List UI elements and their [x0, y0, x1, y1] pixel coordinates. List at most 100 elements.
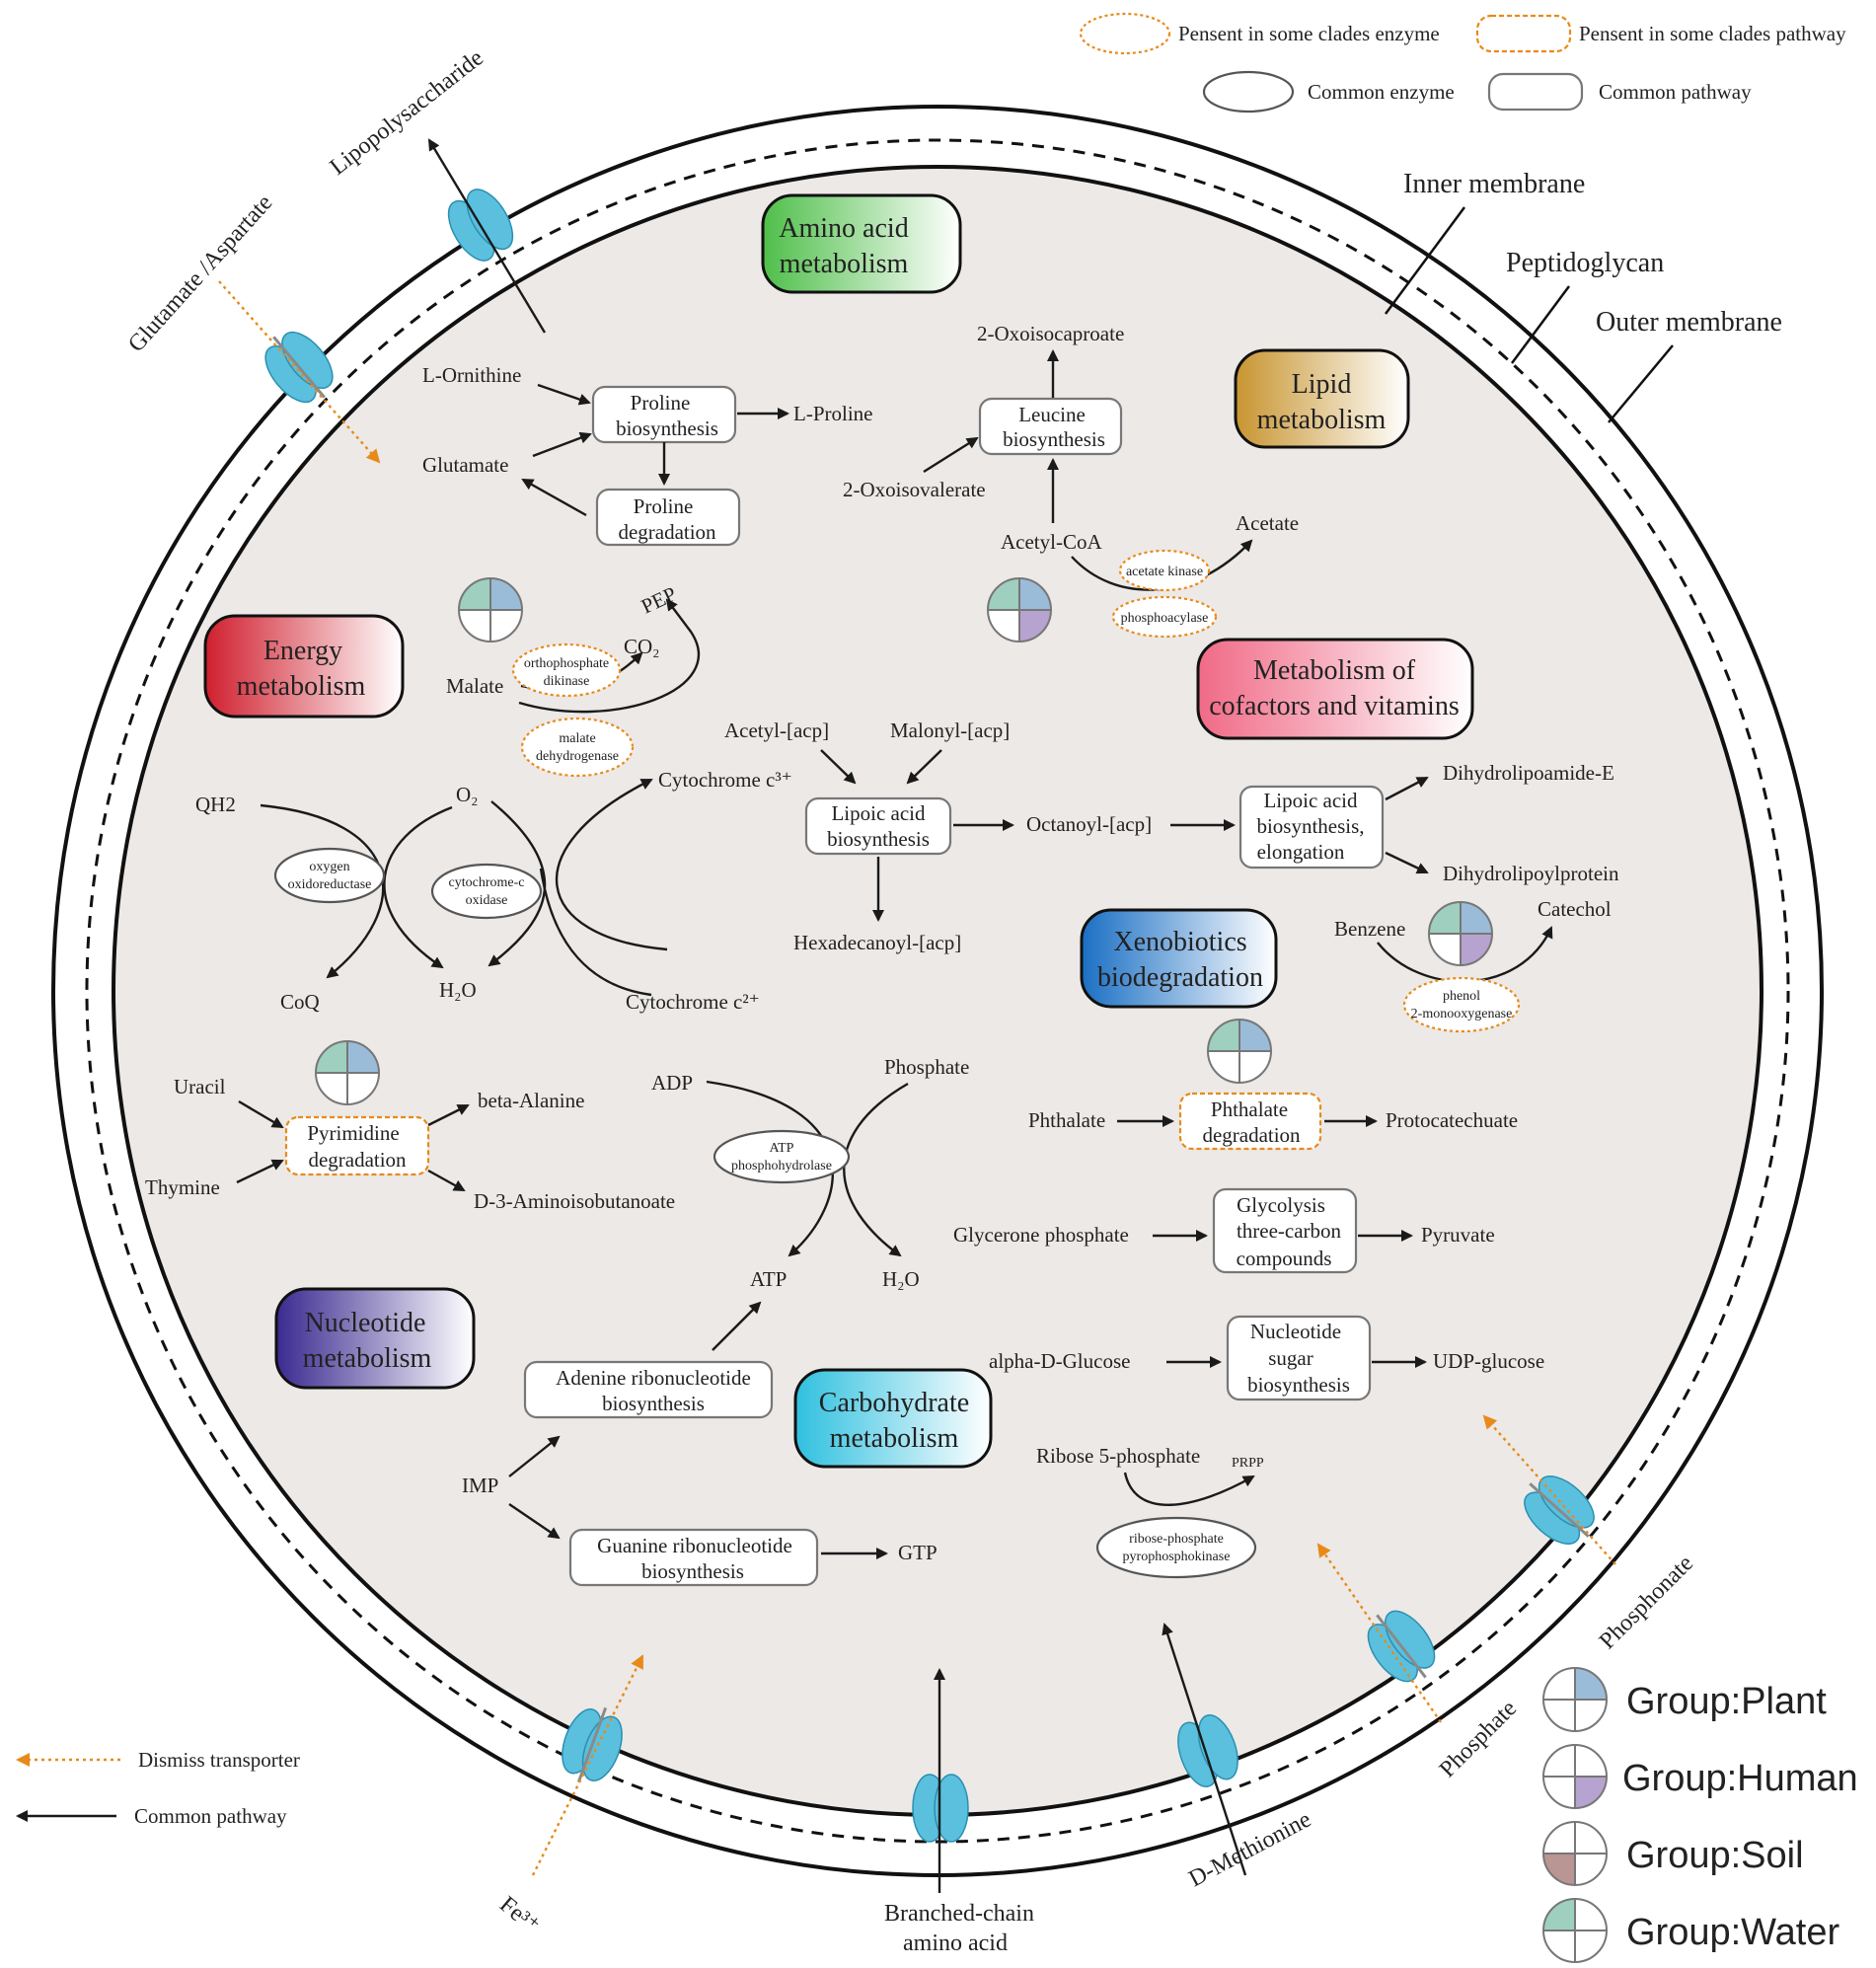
enzyme-phenol-label-2: 2-monooxygenase [1411, 1007, 1513, 1022]
category-xeno-label-2: biodegradation [1097, 962, 1263, 993]
arrow-oxoisovalerate-leucine [923, 436, 979, 474]
enzyme-acetate-kinase-label: acetate kinase [1126, 565, 1203, 579]
enzyme-cytochrome-c-oxidase [430, 863, 543, 920]
met-acetyl-acp: Acetyl-[acp] [724, 719, 829, 742]
group-legend-human: Group:Human [1622, 1758, 1858, 1799]
met-glutamate: Glutamate [422, 453, 508, 477]
pathway-guanine-label-2: biosynthesis [641, 1559, 744, 1583]
arrow-ribose-prpp [1123, 1472, 1255, 1506]
pathway-leucine-label-2: biosynthesis [1003, 427, 1105, 451]
pie-acetate-br [1019, 610, 1051, 642]
pathway-nucsugar-label-3: biosynthesis [1247, 1373, 1350, 1397]
category-lipid-label-2: metabolism [1257, 405, 1387, 435]
met-acetate: Acetate [1236, 511, 1299, 535]
legend-pie-human-br [1575, 1777, 1607, 1808]
enzyme-ribose-ppk-label-1: ribose-phosphate [1129, 1532, 1224, 1547]
met-pyruvate: Pyruvate [1421, 1223, 1495, 1247]
purine-section: Adenine ribonucleotide biosynthesis IMP … [462, 1301, 938, 1587]
inner-membrane-line [112, 165, 1763, 1817]
pathway-pyrimidine-label-1: Pyrimidine [307, 1121, 399, 1145]
category-amino-label-2: metabolism [780, 249, 909, 279]
pathway-glycolysis-label-3: compounds [1237, 1247, 1332, 1270]
malate-section: Malate PEP CO₂ orthophosphate dikinase m… [446, 581, 700, 778]
arrow-deg-to-glutamate [521, 478, 587, 517]
peptidoglycan-line [85, 138, 1790, 1844]
peptidoglycan-label: Peptidoglycan [1506, 248, 1664, 278]
pie-phthalate-tl [1208, 1020, 1239, 1051]
label-glu-asp: Glutamate /Aspartate [123, 190, 277, 357]
pie-phthalate-bl [1208, 1051, 1239, 1083]
pathway-lipoic-el-label-1: Lipoic acid [1263, 789, 1358, 812]
legend-pie-soil-tr [1575, 1822, 1607, 1854]
pie-benzene-br [1461, 934, 1492, 965]
glycolysis-section: Glycerone phosphate Glycolysis three-car… [953, 1187, 1495, 1274]
pie-pyrimidine-tr [347, 1041, 379, 1073]
enzyme-oxygen-oxidoreductase [273, 847, 386, 904]
pie-acetate-tr [1019, 578, 1051, 610]
pie-pyrimidine-br [347, 1073, 379, 1104]
category-nucleotide-label-2: metabolism [303, 1343, 432, 1374]
group-legend-plant: Group:Plant [1626, 1681, 1827, 1722]
enzyme-malate-dehydrogenase [520, 717, 635, 778]
category-energy: Energy metabolism [203, 614, 405, 719]
legend-common-pathway-icon [1487, 72, 1584, 112]
met-oxoisovalerate: 2-Oxoisovalerate [843, 478, 986, 501]
legend-pie-human-tr [1575, 1745, 1607, 1777]
benzene-section: Benzene Catechol phenol 2-monooxygenase [1334, 897, 1612, 1033]
legend-present-enzyme-icon [1079, 12, 1171, 55]
enzyme-ribose-ppk-label-2: pyrophosphokinase [1123, 1550, 1231, 1564]
arrow-thymine-pyrimidine [236, 1159, 284, 1184]
category-xeno-label-1: Xenobiotics [1113, 927, 1246, 957]
category-energy-label-2: metabolism [237, 671, 366, 702]
legend-bottom: Dismiss transporter Common pathway [16, 1748, 300, 1828]
enzyme-malate-dh-label-2: dehydrogenase [536, 749, 619, 764]
legend-pie-soil-br [1575, 1854, 1607, 1885]
met-glycerone: Glycerone phosphate [953, 1223, 1129, 1247]
group-legend-pies [1542, 1667, 1608, 1963]
enzyme-atp-ph-label-2: phosphohydrolase [731, 1159, 832, 1173]
proline-section: L-Ornithine Glutamate L-Proline Proline … [422, 363, 872, 547]
arrow-phosphate [1316, 1543, 1442, 1723]
pathway-phthalate-label-2: degradation [1202, 1123, 1301, 1147]
category-lipid-label-1: Lipid [1292, 369, 1352, 400]
arrow-phosphonate [1482, 1414, 1616, 1565]
label-lps: Lipopolysaccharide [326, 45, 488, 181]
group-legend-soil: Group:Soil [1626, 1835, 1804, 1876]
arrow-imp-adenine [508, 1435, 561, 1477]
met-atp: ATP [750, 1267, 787, 1291]
category-energy-label-1: Energy [263, 636, 342, 666]
met-dihydrolipoamide: Dihydrolipoamide-E [1443, 761, 1614, 785]
inner-membrane-label: Inner membrane [1403, 169, 1585, 199]
met-malate: Malate [446, 674, 503, 698]
pathway-proline-deg-label-1: Proline [634, 494, 694, 518]
arrow-imp-guanine [508, 1503, 561, 1540]
met-acetyl-coa: Acetyl-CoA [1001, 530, 1102, 554]
arrow-elongation-dihydrolipoamide [1385, 776, 1429, 801]
pathway-adenine-label-2: biosynthesis [602, 1392, 705, 1415]
lipoic-section: Acetyl-[acp] Malonyl-[acp] Lipoic acid b… [724, 719, 1619, 954]
arrow-dmet [1162, 1623, 1247, 1876]
enzyme-cyt-ox-label-2: oxidase [466, 893, 508, 908]
pie-benzene-bl [1429, 934, 1461, 965]
met-l-proline: L-Proline [793, 402, 872, 425]
met-uracil: Uracil [174, 1075, 226, 1098]
pathway-phthalate-degradation [1178, 1092, 1322, 1151]
enzyme-atp-ph-label-1: ATP [770, 1141, 794, 1156]
pathway-nucsugar-label-2: sugar [1268, 1346, 1313, 1370]
pathway-leucine [978, 397, 1123, 456]
category-xenobiotics: Xenobiotics biodegradation [1080, 908, 1278, 1009]
transporter-glu-asp [264, 331, 334, 404]
membrane-labels: Inner membrane Peptidoglycan Outer membr… [1384, 169, 1782, 423]
legend-pie-plant [1542, 1667, 1608, 1732]
arrow-uracil-pyrimidine [238, 1099, 284, 1129]
pathway-proline-bio-label-1: Proline [631, 391, 691, 415]
met-qh2: QH2 [195, 793, 236, 816]
arrow-o2-h2o [383, 805, 453, 969]
met-udp-glucose: UDP-glucose [1433, 1349, 1544, 1373]
legend-common-enzyme-icon [1202, 70, 1295, 114]
met-benzene: Benzene [1334, 917, 1405, 941]
enzyme-orthophosphate-dikinase [511, 643, 622, 698]
enzyme-phosphoacylase-label: phosphoacylase [1121, 611, 1209, 626]
pathway-lipoic-label-1: Lipoic acid [831, 801, 926, 825]
legend-pie-water-bl [1543, 1930, 1575, 1962]
